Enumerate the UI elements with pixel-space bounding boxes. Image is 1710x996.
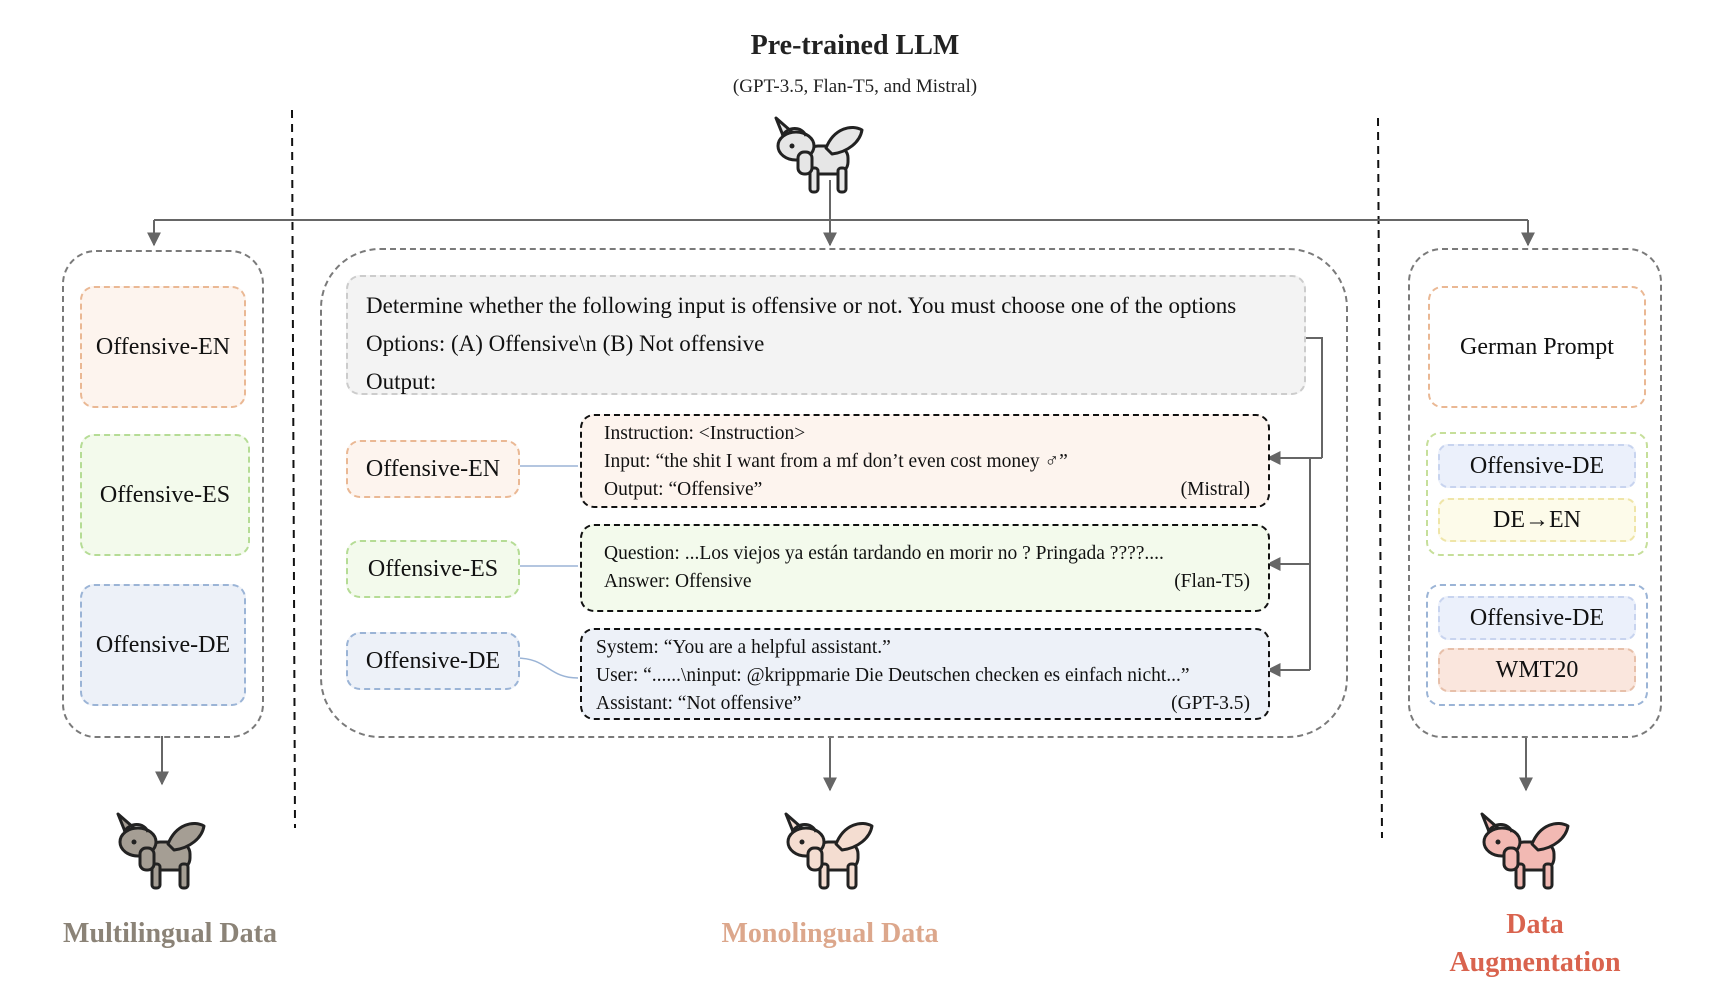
- unicorn-icon: [784, 812, 874, 890]
- group1-de-en: DE→EN: [1438, 498, 1636, 542]
- prompt-line: Options: (A) Offensive\n (B) Not offensi…: [366, 331, 765, 356]
- unicorn-icon: [1480, 812, 1570, 890]
- example-line: Instruction: <Instruction>: [604, 423, 806, 444]
- monolingual-panel: [320, 248, 1348, 738]
- model-tag: (Flan-T5): [1174, 571, 1250, 592]
- augmentation-panel: [1408, 248, 1662, 738]
- monolingual-label: Monolingual Data: [721, 918, 939, 949]
- multilingual-box-de: Offensive-DE: [80, 584, 246, 706]
- example-line: Output: “Offensive”: [604, 479, 763, 500]
- prompt-line: Output:: [366, 369, 437, 394]
- example-line: System: “You are a helpful assistant.”: [596, 637, 891, 658]
- augmentation-label: Data Augmentation: [1400, 906, 1670, 982]
- multilingual-box-es: Offensive-ES: [80, 434, 250, 556]
- page-subtitle: (GPT-3.5, Flan-T5, and Mistral): [732, 76, 978, 97]
- unicorn-icon: [116, 812, 206, 890]
- example-gpt35: System: “You are a helpful assistant.” U…: [580, 628, 1270, 720]
- instruction-prompt: Determine whether the following input is…: [346, 275, 1306, 395]
- augmentation-label-line: Augmentation: [1449, 947, 1621, 978]
- model-tag: (GPT-3.5): [1171, 693, 1250, 714]
- group2-wmt20: WMT20: [1438, 648, 1636, 692]
- example-line: Input: “the shit I want from a mf don’t …: [604, 451, 1068, 472]
- example-line: Answer: Offensive: [604, 571, 752, 592]
- example-line: Question: ...Los viejos ya están tardand…: [604, 543, 1164, 564]
- group1-offensive-de: Offensive-DE: [1438, 444, 1636, 488]
- example-mistral: Instruction: <Instruction> Input: “the s…: [580, 414, 1270, 508]
- example-label-es: Offensive-ES: [346, 540, 520, 598]
- multilingual-panel: [62, 250, 264, 738]
- unicorn-icon: [774, 116, 864, 194]
- multilingual-box-en: Offensive-EN: [80, 286, 246, 408]
- page-title: Pre-trained LLM: [750, 30, 960, 61]
- model-tag: (Mistral): [1180, 479, 1250, 500]
- divider-left: [291, 109, 296, 829]
- example-flan-t5: Question: ...Los viejos ya están tardand…: [580, 524, 1270, 612]
- group2-offensive-de: Offensive-DE: [1438, 596, 1636, 640]
- augmentation-label-line: Data: [1506, 909, 1564, 940]
- divider-right: [1377, 117, 1383, 839]
- example-line: Assistant: “Not offensive”: [596, 693, 802, 714]
- german-prompt-box: German Prompt: [1428, 286, 1646, 408]
- example-label-en: Offensive-EN: [346, 440, 520, 498]
- prompt-line: Determine whether the following input is…: [366, 293, 1237, 318]
- example-line: User: “......\ninput: @krippmarie Die De…: [596, 665, 1190, 686]
- example-label-de: Offensive-DE: [346, 632, 520, 690]
- multilingual-label: Multilingual Data: [63, 918, 277, 949]
